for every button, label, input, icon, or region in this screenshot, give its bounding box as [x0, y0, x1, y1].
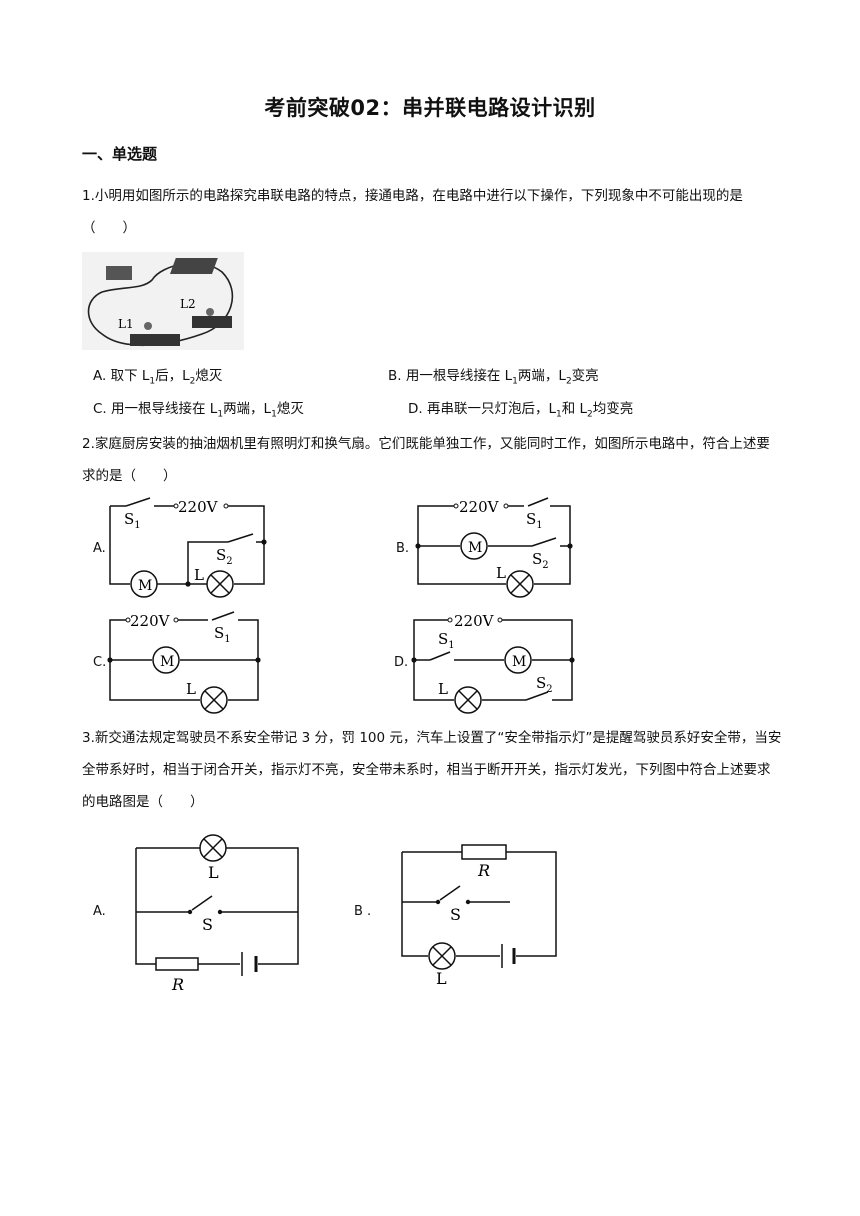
q3-circuit-a: L S R — [135, 834, 299, 994]
q2c-lamp: L — [186, 680, 196, 698]
svg-text:S2: S2 — [532, 550, 549, 571]
q2-option-c-label[interactable]: C. — [93, 655, 107, 670]
svg-text:S1: S1 — [124, 510, 141, 531]
svg-text:S2: S2 — [536, 674, 553, 695]
q1-option-b[interactable]: B. 用一根导线接在 L1两端，L2变亮 — [388, 368, 599, 387]
q2c-motor: M — [160, 654, 174, 670]
q3-option-a-label[interactable]: A. — [93, 904, 106, 919]
svg-text:S2: S2 — [216, 546, 233, 567]
q2a-voltage: 220V — [178, 498, 219, 516]
q3a-resistor: R — [171, 975, 184, 994]
q3b-resistor: R — [477, 861, 490, 880]
q1-option-a[interactable]: A. 取下 L1后，L2熄灭 — [93, 368, 223, 387]
q2d-lamp: L — [438, 680, 448, 698]
photo-label-l1: L1 — [118, 317, 134, 331]
q2c-voltage: 220V — [130, 612, 171, 630]
q2-circuit-d: 220V S1 S2 M L — [411, 612, 575, 714]
question-3-text: 3.新交通法规定驾驶员不系安全带记 3 分，罚 100 元，汽车上设置了“安全带… — [82, 730, 782, 810]
q2d-motor: M — [512, 654, 526, 670]
photo-label-l2: L2 — [180, 297, 196, 311]
q2b-motor: M — [468, 540, 482, 556]
question-1-text: 1.小明用如图所示的电路探究串联电路的特点，接通电路，在电路中进行以下操作，下列… — [82, 188, 743, 236]
q2-circuit-b: 220V S1 S2 M L — [415, 497, 573, 598]
q1-option-d[interactable]: D. 再串联一只灯泡后，L1和 L2均变亮 — [408, 401, 634, 420]
q3-option-b-label[interactable]: B . — [354, 904, 372, 919]
q3-circuit-b: R S L — [401, 844, 557, 988]
q2-option-b-label[interactable]: B. — [396, 541, 410, 556]
q2a-motor: M — [138, 578, 152, 594]
svg-text:S1: S1 — [214, 624, 231, 645]
q2d-voltage: 220V — [454, 612, 495, 630]
q3b-lamp: L — [436, 969, 447, 988]
q2b-lamp: L — [496, 564, 506, 582]
q2-circuit-a: 220V S1 S2 M L — [109, 497, 267, 598]
q2b-voltage: 220V — [459, 498, 500, 516]
svg-text:S1: S1 — [526, 510, 543, 531]
q2-option-d-label[interactable]: D. — [394, 655, 409, 670]
svg-text:S1: S1 — [438, 630, 455, 651]
section-heading: 一、单选题 — [82, 145, 158, 163]
q1-option-c[interactable]: C. 用一根导线接在 L1两端，L1熄灭 — [93, 401, 304, 420]
q2-option-a-label[interactable]: A. — [93, 541, 106, 556]
q3a-switch: S — [202, 915, 213, 934]
q2a-lamp: L — [194, 566, 204, 584]
page-title: 考前突破02：串并联电路设计识别 — [264, 96, 596, 120]
q2-circuit-c: 220V S1 M L — [107, 611, 261, 714]
question-1-photo: L1 L2 — [82, 252, 244, 350]
q3a-lamp: L — [208, 863, 219, 882]
question-2-text: 2.家庭厨房安装的抽油烟机里有照明灯和换气扇。它们既能单独工作，又能同时工作，如… — [82, 436, 770, 484]
q3b-switch: S — [450, 905, 461, 924]
